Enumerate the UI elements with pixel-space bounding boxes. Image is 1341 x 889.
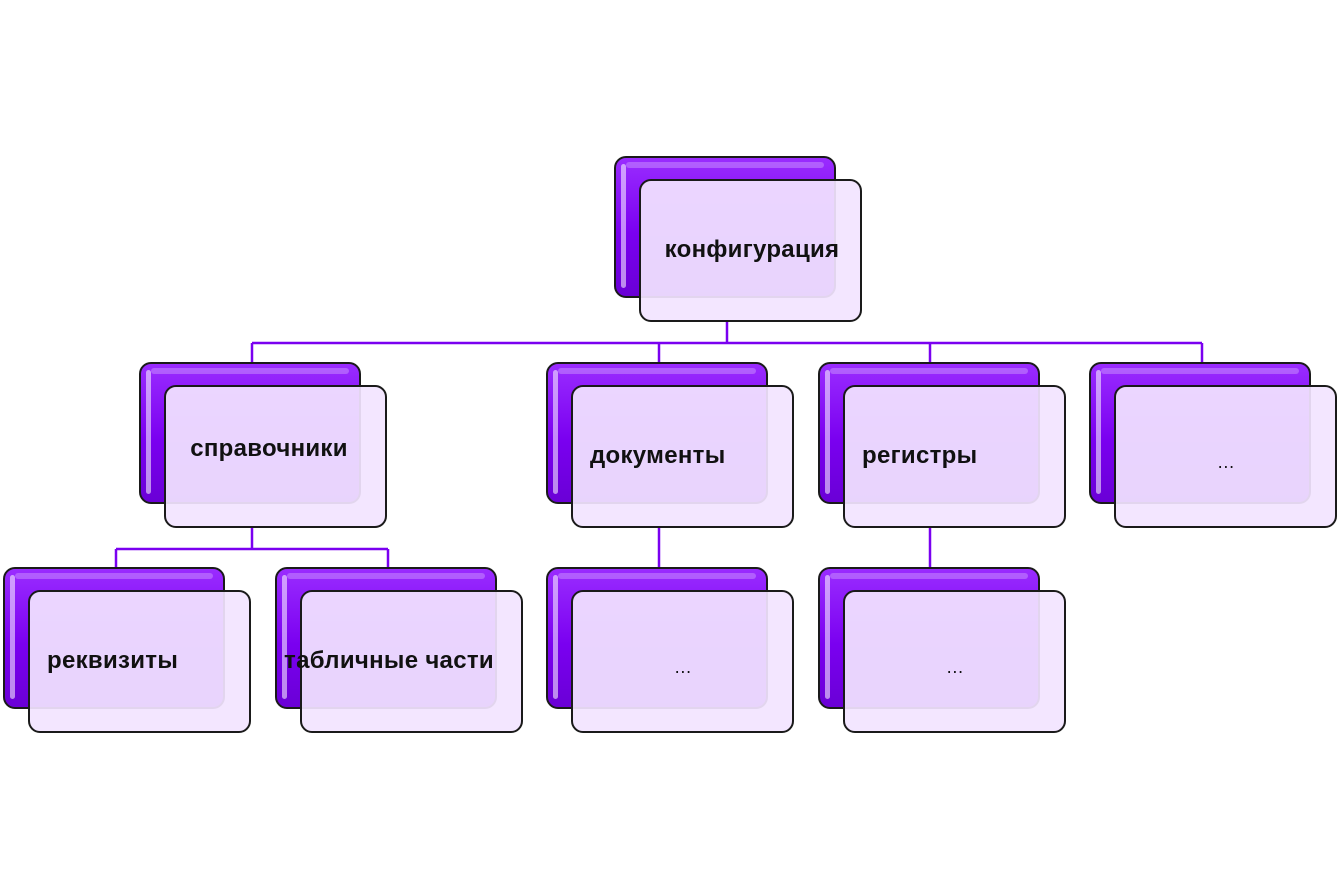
node-front-card: [28, 590, 251, 733]
node-front-card: [300, 590, 523, 733]
node-front-card: [571, 590, 794, 733]
node-front-card: [843, 590, 1066, 733]
node-documents: документы: [546, 362, 796, 530]
node-front-card: [639, 179, 862, 322]
node-label: справочники: [190, 435, 348, 462]
node-label: регистры: [862, 442, 978, 469]
node-label: реквизиты: [47, 647, 179, 674]
node-front-card: [164, 385, 387, 528]
node-label: …: [1216, 452, 1236, 472]
node-label: …: [673, 657, 693, 677]
node-attributes: реквизиты: [3, 567, 253, 735]
node-more-documents: …: [546, 567, 796, 735]
node-label: документы: [590, 442, 726, 469]
node-front-card: [1114, 385, 1337, 528]
node-tabular-parts: табличные части: [275, 567, 525, 735]
node-catalogs: справочники: [139, 362, 389, 530]
node-more-level1: …: [1089, 362, 1339, 530]
node-label: табличные части: [284, 647, 494, 674]
node-more-registers: …: [818, 567, 1068, 735]
node-front-card: [843, 385, 1066, 528]
node-label: …: [945, 657, 965, 677]
node-configuration: конфигурация: [614, 156, 864, 324]
node-registers: регистры: [818, 362, 1068, 530]
node-front-card: [571, 385, 794, 528]
node-label: конфигурация: [664, 236, 840, 263]
